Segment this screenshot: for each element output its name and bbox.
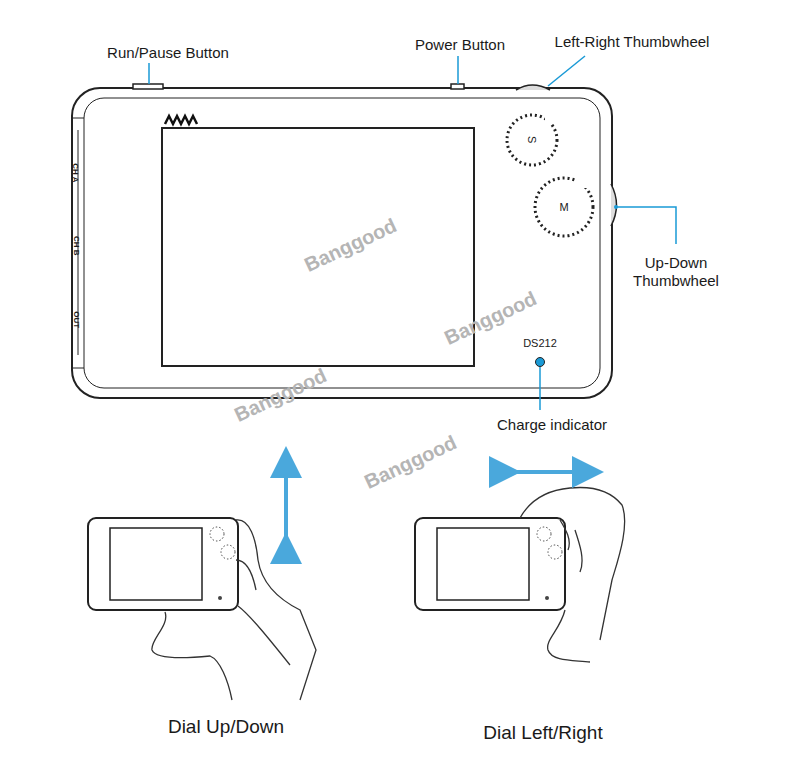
caption-label: Dial Up/Down (168, 716, 284, 739)
port-label: CH A (71, 163, 81, 182)
model-label: DS212 (523, 337, 557, 350)
callout-label: Up-Down Thumbwheel (621, 254, 731, 290)
caption-label: Dial Left/Right (483, 722, 602, 745)
callout-label: Left-Right Thumbwheel (555, 33, 710, 51)
watermark: Banggood (360, 430, 460, 494)
port-label: OUT (71, 312, 81, 329)
dial-label: S (525, 136, 538, 143)
port-label: CH B (71, 236, 81, 256)
dial-label: M (559, 201, 568, 214)
callout-label: Charge indicator (497, 416, 607, 434)
callout-label: Power Button (415, 36, 505, 54)
callout-label: Run/Pause Button (107, 44, 229, 62)
